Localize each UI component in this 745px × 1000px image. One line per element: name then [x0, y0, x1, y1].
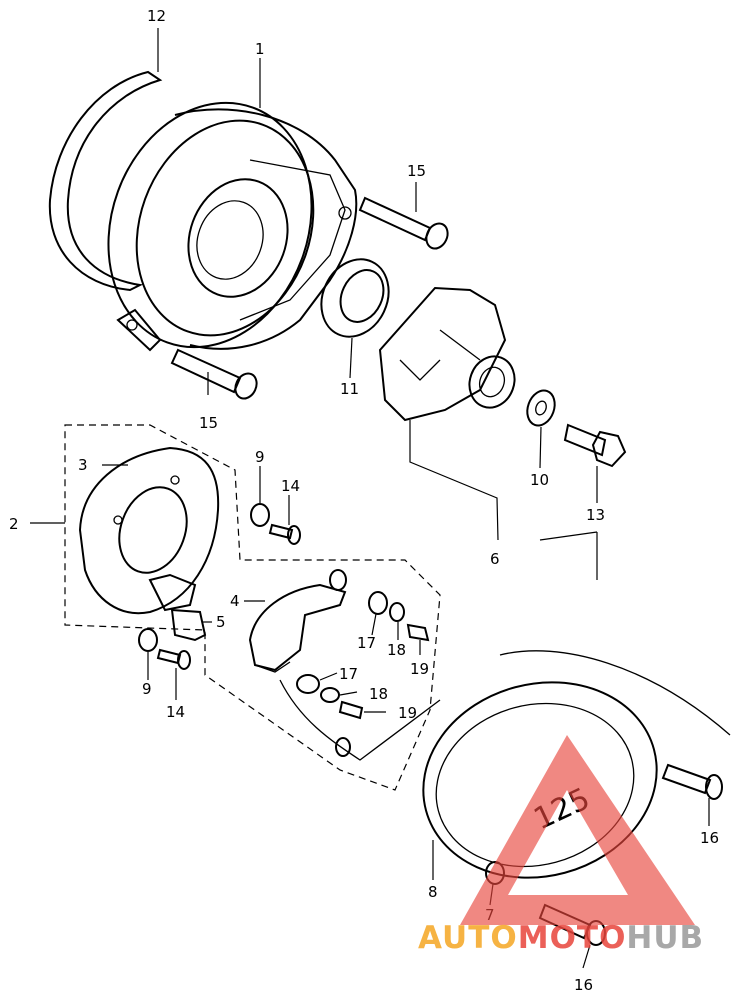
- part-9-washer-upper: [250, 503, 270, 527]
- dashed-group-outlines: [64, 424, 441, 791]
- callout-14-upper: 14: [281, 477, 300, 495]
- callout-14-lower: 14: [166, 703, 185, 721]
- part-19-screw-lower: [338, 700, 364, 720]
- watermark-text: AUTOMOTOHUB: [418, 920, 704, 956]
- callout-5: 5: [216, 613, 226, 631]
- part-17-washer-upper: [368, 591, 388, 615]
- part-16-bolt-right: [661, 763, 723, 800]
- callout-9-upper: 9: [255, 448, 265, 466]
- part-9-washer-lower: [138, 628, 158, 652]
- callout-2: 2: [9, 515, 19, 533]
- callout-3: 3: [78, 456, 88, 474]
- callout-8: 8: [428, 883, 438, 901]
- part-19-screw-upper: [406, 623, 430, 642]
- part-4-contact-breaker: [248, 569, 347, 673]
- watermark-text-moto: MOTO: [518, 920, 627, 956]
- callout-4: 4: [230, 592, 240, 610]
- callout-18-lower: 18: [369, 685, 388, 703]
- callout-10: 10: [530, 471, 549, 489]
- part-14-screw-lower: [156, 648, 191, 670]
- callout-17-lower: 17: [339, 665, 358, 683]
- part-1-housing: [107, 101, 358, 352]
- part-13-hex-bolt: [563, 423, 627, 468]
- part-12-gasket: [48, 70, 163, 292]
- leader-lines: [30, 28, 710, 969]
- part-11-oil-seal: [320, 258, 390, 338]
- part-5-condenser: [170, 608, 207, 642]
- callout-15-lower: 15: [199, 414, 218, 432]
- part-10-washer: [526, 389, 556, 427]
- watermark-logo: AUTOMOTOHUB: [418, 735, 704, 956]
- watermark-text-auto: AUTO: [418, 920, 518, 956]
- callout-17-upper: 17: [357, 634, 376, 652]
- callout-9-lower: 9: [142, 680, 152, 698]
- callout-1: 1: [255, 40, 265, 58]
- watermark-text-hub: HUB: [626, 920, 704, 956]
- part-6-cam-housing: [378, 286, 516, 422]
- callout-15-upper: 15: [407, 162, 426, 180]
- callout-12: 12: [147, 7, 166, 25]
- callout-18-upper: 18: [387, 641, 406, 659]
- callout-16-right: 16: [700, 829, 719, 847]
- callout-19-upper: 19: [410, 660, 429, 678]
- callout-16-bottom: 16: [574, 976, 593, 994]
- watermark-triangle: [460, 735, 695, 925]
- part-14-screw-upper: [268, 523, 301, 545]
- wire-harness: [279, 679, 441, 761]
- callout-labels: 12 1 15 15 11 10 13 6 2 3 9 14 4 5 9 14 …: [9, 7, 719, 994]
- callout-13: 13: [586, 506, 605, 524]
- part-18-washer-upper: [389, 602, 405, 622]
- part-15-bolt-lower: [170, 348, 258, 400]
- part-17-washer-lower: [296, 674, 320, 694]
- callout-11: 11: [340, 380, 359, 398]
- part-18-washer-lower: [320, 687, 340, 703]
- callout-19-lower: 19: [398, 704, 417, 722]
- part-3-breaker-plate: [78, 446, 220, 615]
- callout-6: 6: [490, 550, 500, 568]
- part-15-bolt-upper: [358, 196, 449, 250]
